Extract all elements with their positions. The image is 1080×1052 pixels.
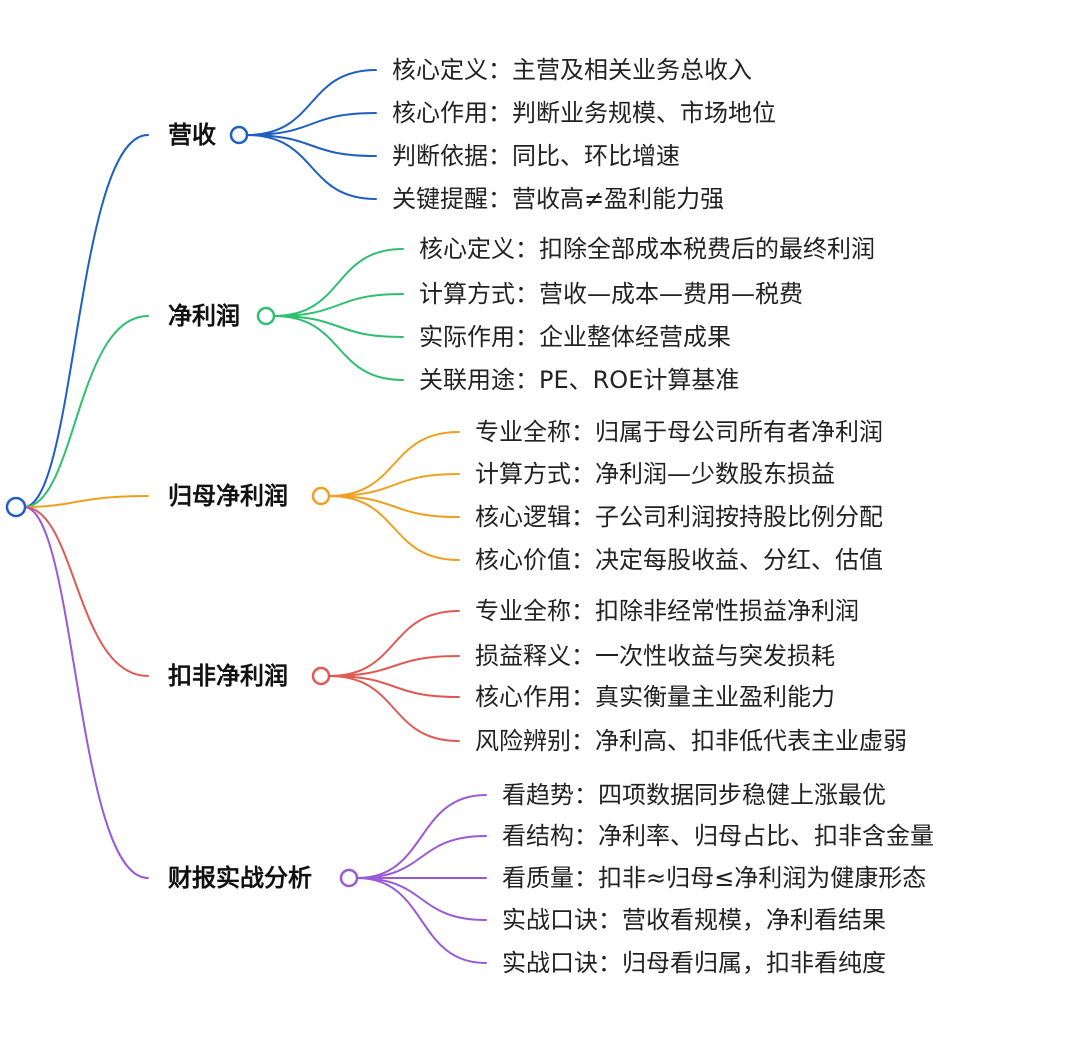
leaf-connector [328, 473, 460, 497]
leaf-label: 看趋势：四项数据同步稳健上涨最优 [502, 781, 886, 809]
leaf-connector [356, 877, 487, 921]
branch-label: 扣非净利润 [168, 662, 288, 690]
leaf-label: 实战口诀：归母看归属，扣非看纯度 [502, 949, 886, 977]
root-branch-connector [23, 506, 149, 879]
leaf-connector [328, 610, 460, 677]
leaf-connector [356, 877, 487, 964]
leaf-connector [328, 495, 460, 561]
leaf-connector [273, 315, 404, 338]
leaf-label: 风险辨别：净利高、扣非低代表主业虚弱 [475, 727, 907, 755]
leaf-connector [246, 134, 377, 157]
leaf-label: 看结构：净利率、归母占比、扣非含金量 [502, 822, 934, 850]
leaf-connector [273, 293, 404, 317]
leaf-connector [273, 315, 404, 381]
leaf-label: 核心定义：主营及相关业务总收入 [392, 56, 752, 84]
leaf-label: 看质量：扣非≈归母≤净利润为健康形态 [502, 864, 927, 892]
leaf-label: 关键提醒：营收高≠盈利能力强 [392, 185, 725, 213]
root-branch-connector [23, 495, 149, 508]
leaf-label: 损益释义：一次性收益与突发损耗 [475, 642, 835, 670]
root-branch-connector [23, 506, 149, 677]
leaf-connector [328, 675, 460, 698]
leaf-connector [246, 112, 377, 136]
branch-node-circle[interactable] [311, 486, 331, 506]
leaf-label: 计算方式：营收—成本—费用—税费 [419, 280, 803, 308]
branch-label: 财报实战分析 [168, 864, 312, 892]
leaf-connector [246, 69, 377, 136]
leaf-label: 专业全称：扣除非经常性损益净利润 [475, 597, 859, 625]
leaf-connector [328, 675, 460, 742]
leaf-connector [246, 134, 377, 200]
leaf-label: 核心作用：判断业务规模、市场地位 [392, 99, 776, 127]
branch-node-circle[interactable] [256, 306, 276, 326]
branch-label: 净利润 [168, 302, 240, 330]
leaf-label: 关联用途：PE、ROE计算基准 [419, 366, 740, 394]
leaf-connector [328, 655, 460, 677]
leaf-connector [356, 835, 487, 879]
leaf-connector [356, 794, 487, 879]
leaf-connector [328, 495, 460, 518]
root-branch-connector [23, 134, 149, 508]
leaf-label: 核心价值：决定每股收益、分红、估值 [475, 546, 883, 574]
leaf-label: 专业全称：归属于母公司所有者净利润 [475, 418, 883, 446]
leaf-label: 核心定义：扣除全部成本税费后的最终利润 [419, 235, 875, 263]
root-node-circle[interactable] [5, 496, 27, 518]
branch-node-circle[interactable] [311, 666, 331, 686]
branch-label: 营收 [168, 121, 216, 149]
root-branch-connector [23, 315, 149, 508]
leaf-label: 实战口诀：营收看规模，净利看结果 [502, 906, 886, 934]
leaf-label: 计算方式：净利润—少数股东损益 [475, 460, 835, 488]
branch-node-circle[interactable] [339, 868, 359, 888]
branch-node-circle[interactable] [229, 125, 249, 145]
leaf-label: 判断依据：同比、环比增速 [392, 142, 680, 170]
leaf-label: 实际作用：企业整体经营成果 [419, 323, 731, 351]
leaf-label: 核心逻辑：子公司利润按持股比例分配 [475, 503, 883, 531]
leaf-label: 核心作用：真实衡量主业盈利能力 [475, 683, 835, 711]
branch-label: 归母净利润 [168, 482, 288, 510]
leaf-connector [273, 248, 404, 317]
leaf-connector [328, 431, 460, 497]
